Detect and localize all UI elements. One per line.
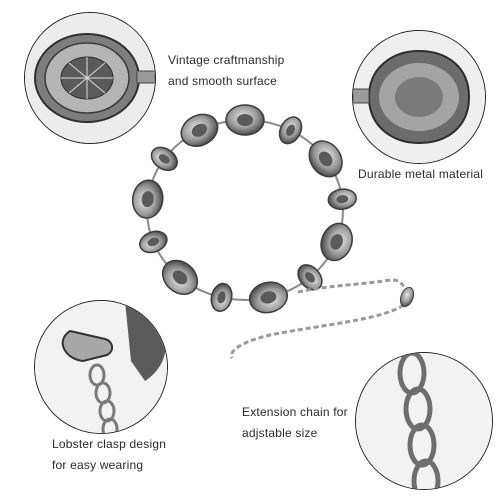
caption-line: Extension chain for (242, 405, 348, 419)
concho-center-icon (330, 234, 343, 250)
concho-center-icon (217, 291, 226, 304)
concho-center-icon (318, 151, 333, 167)
concho-center-icon (286, 124, 296, 136)
concho-center-icon (172, 270, 188, 285)
concho-center-icon (237, 114, 253, 126)
concho-center-icon (260, 291, 277, 304)
concho-detail-icon (24, 12, 156, 144)
caption-right-middle: Durable metal material (358, 164, 483, 185)
concho-center-icon (141, 191, 154, 208)
caption-top-left: Vintage craftmanship and smooth surface (168, 50, 285, 92)
caption-line: for easy wearing (52, 458, 144, 472)
extension-chain-path (229, 278, 408, 359)
concho-center-icon (158, 154, 170, 164)
caption-line: adjstable size (242, 426, 318, 440)
caption-line: Durable metal material (358, 167, 484, 181)
caption-bottom-right: Extension chain for adjstable size (242, 402, 348, 444)
concho-center-icon (305, 272, 315, 283)
lobster-clasp-icon (34, 300, 168, 434)
caption-bottom-left: Lobster clasp design for easy wearing (52, 434, 166, 476)
concho-center-icon (147, 237, 160, 247)
concho-center-icon (336, 195, 349, 204)
caption-line: and smooth surface (168, 74, 277, 88)
caption-line: Vintage craftmanship (168, 53, 285, 67)
concho-back-icon (352, 30, 486, 164)
concho-center-icon (191, 123, 208, 137)
caption-line: Lobster clasp design (52, 437, 167, 451)
extension-chain-icon (355, 352, 493, 490)
